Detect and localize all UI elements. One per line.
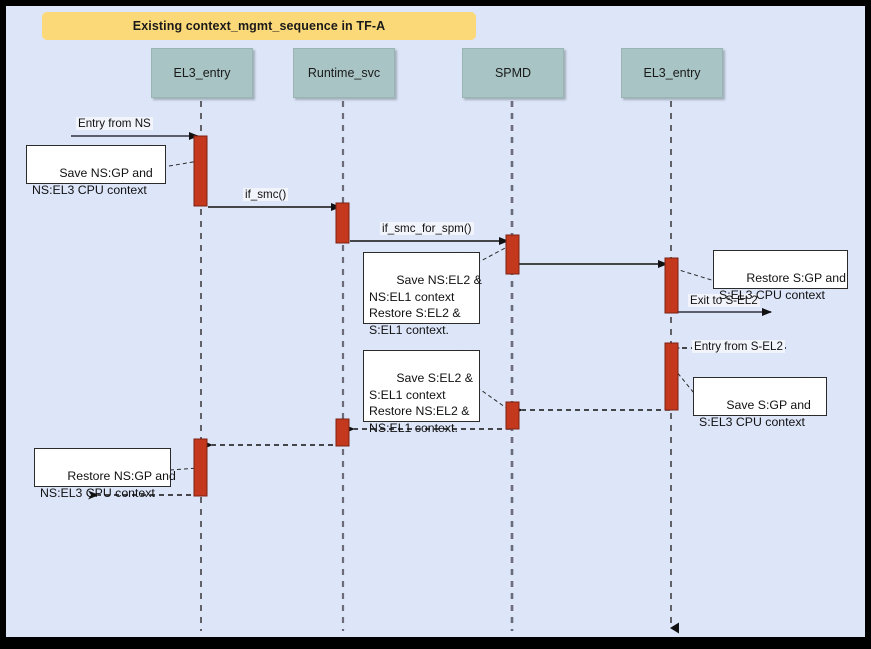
activation-el3b-1 xyxy=(664,257,679,314)
note-save-s-el2: Save S:EL2 & S:EL1 context Restore NS:EL… xyxy=(363,350,480,435)
message-label-exit-to-s-el2: Exit to S-EL2 xyxy=(688,294,760,307)
note-save-ns-gp: Save NS:GP and NS:EL3 CPU context xyxy=(26,145,166,197)
note-text: Save NS:EL2 & NS:EL1 context Restore S:E… xyxy=(369,273,482,337)
note-text: Restore S:GP and S:EL3 CPU context xyxy=(719,271,846,302)
note-text: Save S:GP and S:EL3 CPU context xyxy=(699,398,811,429)
note-text: Save NS:GP and NS:EL3 CPU context xyxy=(32,166,153,197)
activation-bars xyxy=(193,135,679,497)
activation-spmd-1 xyxy=(505,234,520,275)
activation-el3-2 xyxy=(193,438,208,497)
message-arrows xyxy=(71,132,786,500)
diagram-title-banner: Existing context_mgmt_sequence in TF-A xyxy=(42,12,476,40)
note-restore-ns-gp: Restore NS:GP and NS:EL3 CPU context xyxy=(34,448,176,500)
lifeline-header-spmd[interactable]: SPMD xyxy=(462,48,564,98)
message-label-entry-from-s-el2: Entry from S-EL2 xyxy=(692,340,785,353)
note-text: Save S:EL2 & S:EL1 context Restore NS:EL… xyxy=(369,371,473,435)
activation-el3b-2 xyxy=(664,342,679,411)
message-label-entry-from-ns: Entry from NS xyxy=(76,117,153,130)
lifeline-label: EL3_entry xyxy=(173,66,231,80)
lifeline-header-el3-entry-2[interactable]: EL3_entry xyxy=(621,48,723,98)
activation-spmd-2 xyxy=(505,401,520,430)
message-label-if-smc-for-spm: if_smc_for_spm() xyxy=(380,222,474,235)
lifeline-label: EL3_entry xyxy=(643,66,701,80)
activation-el3-1 xyxy=(193,135,208,207)
note-restore-s-gp: Restore S:GP and S:EL3 CPU context xyxy=(713,250,848,302)
lifeline-header-runtime-svc[interactable]: Runtime_svc xyxy=(293,48,395,98)
activation-runtime-1 xyxy=(335,202,350,244)
activation-runtime-2 xyxy=(335,418,350,447)
diagram-text-layer: Existing context_mgmt_sequence in TF-A E… xyxy=(6,6,865,637)
message-label-if-smc: if_smc() xyxy=(243,188,289,201)
lifeline-label: SPMD xyxy=(494,66,532,80)
sequence-diagram-surface: Existing context_mgmt_sequence in TF-A E… xyxy=(6,6,865,637)
lifeline-label: Runtime_svc xyxy=(307,66,381,80)
lifeline-header-el3-entry-1[interactable]: EL3_entry xyxy=(151,48,253,98)
note-save-ns-el2: Save NS:EL2 & NS:EL1 context Restore S:E… xyxy=(363,252,482,337)
note-text: Restore NS:GP and NS:EL3 CPU context xyxy=(40,469,176,500)
note-save-s-gp: Save S:GP and S:EL3 CPU context xyxy=(693,377,827,429)
